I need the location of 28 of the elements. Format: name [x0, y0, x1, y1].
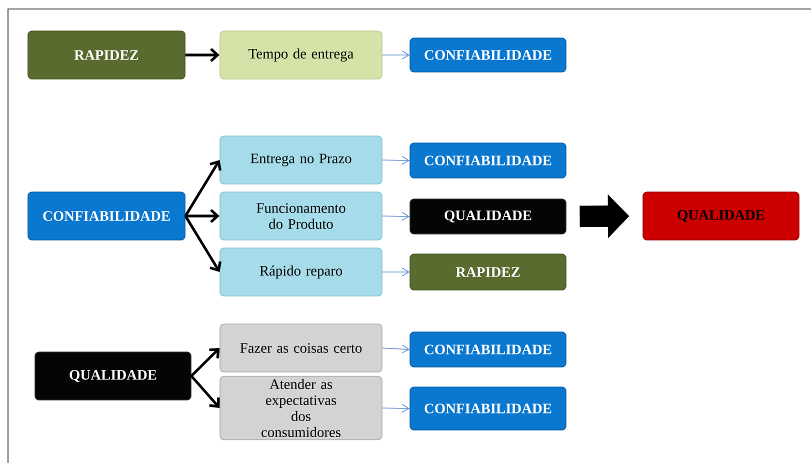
arrow — [382, 156, 410, 165]
category-box: CONFIABILIDADE — [410, 386, 566, 430]
process-box: Tempo de entrega — [220, 30, 382, 80]
arrow — [382, 50, 410, 60]
category-box: CONFIABILIDADE — [28, 192, 186, 240]
category-box: QUALIDADE — [642, 192, 800, 240]
category-box: CONFIABILIDADE — [410, 142, 566, 178]
arrow — [382, 212, 410, 221]
category-box: QUALIDADE — [410, 198, 566, 234]
category-box: CONFIABILIDADE — [410, 38, 566, 72]
category-box: CONFIABILIDADE — [410, 332, 566, 368]
category-box: QUALIDADE — [34, 352, 192, 400]
arrow — [190, 348, 220, 377]
arrow — [190, 375, 220, 408]
arrow — [184, 160, 222, 217]
process-box: Fazer as coisas certo — [220, 324, 382, 372]
process-box: Atender as expectativas dos consumidores — [220, 376, 382, 440]
arrow — [185, 48, 220, 62]
arrow — [184, 215, 222, 272]
arrow — [382, 404, 410, 413]
process-box: Rápido reparo — [220, 248, 382, 296]
process-box: Entrega no Prazo — [220, 136, 382, 184]
arrow — [382, 268, 410, 276]
arrow — [382, 344, 410, 354]
category-box: RAPIDEZ — [410, 254, 566, 290]
arrow — [185, 209, 220, 223]
category-box: RAPIDEZ — [28, 30, 186, 80]
process-box: Funcionamento do Produto — [220, 192, 382, 240]
